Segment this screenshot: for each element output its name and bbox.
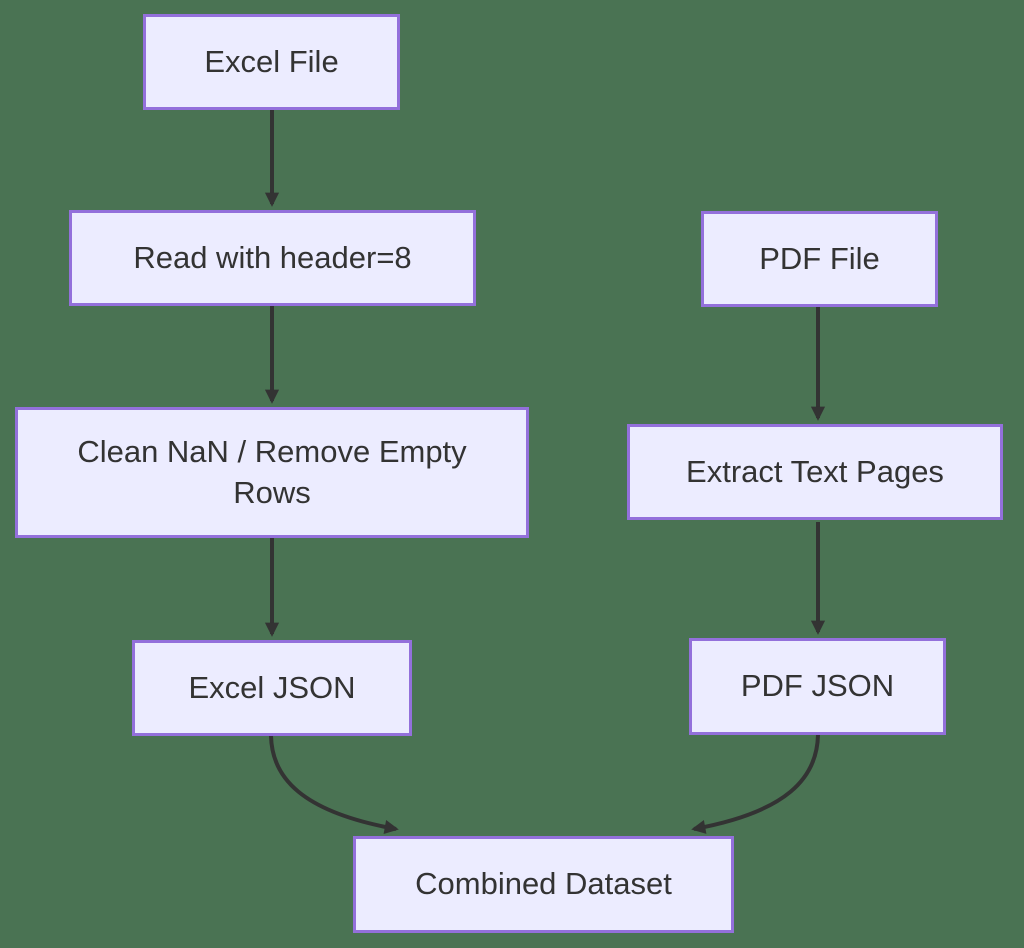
node-combined-dataset: Combined Dataset	[353, 836, 734, 933]
node-extract-text-pages: Extract Text Pages	[627, 424, 1003, 520]
edge-pdf-json-to-combined-dataset	[691, 734, 820, 834]
node-excel-file-label: Excel File	[204, 43, 339, 79]
node-clean-nan-remove-empty-rows-label: Clean NaN / Remove Empty Rows	[77, 433, 467, 510]
node-pdf-json-label: PDF JSON	[740, 668, 895, 704]
node-excel-json-label: Excel JSON	[188, 669, 356, 705]
node-read-with-header: Read with header=8	[69, 210, 476, 306]
edge-excel-json-to-combined-dataset	[269, 735, 399, 834]
node-pdf-json: PDF JSON	[689, 638, 946, 735]
node-pdf-file: PDF File	[701, 211, 938, 307]
node-read-with-header-label: Read with header=8	[133, 239, 412, 275]
node-clean-nan-remove-empty-rows: Clean NaN / Remove Empty Rows	[15, 407, 529, 538]
node-combined-dataset-label: Combined Dataset	[415, 866, 672, 902]
node-pdf-file-label: PDF File	[759, 240, 880, 276]
node-excel-json: Excel JSON	[132, 640, 412, 736]
node-excel-file: Excel File	[143, 14, 400, 110]
node-extract-text-pages-label: Extract Text Pages	[686, 453, 944, 489]
